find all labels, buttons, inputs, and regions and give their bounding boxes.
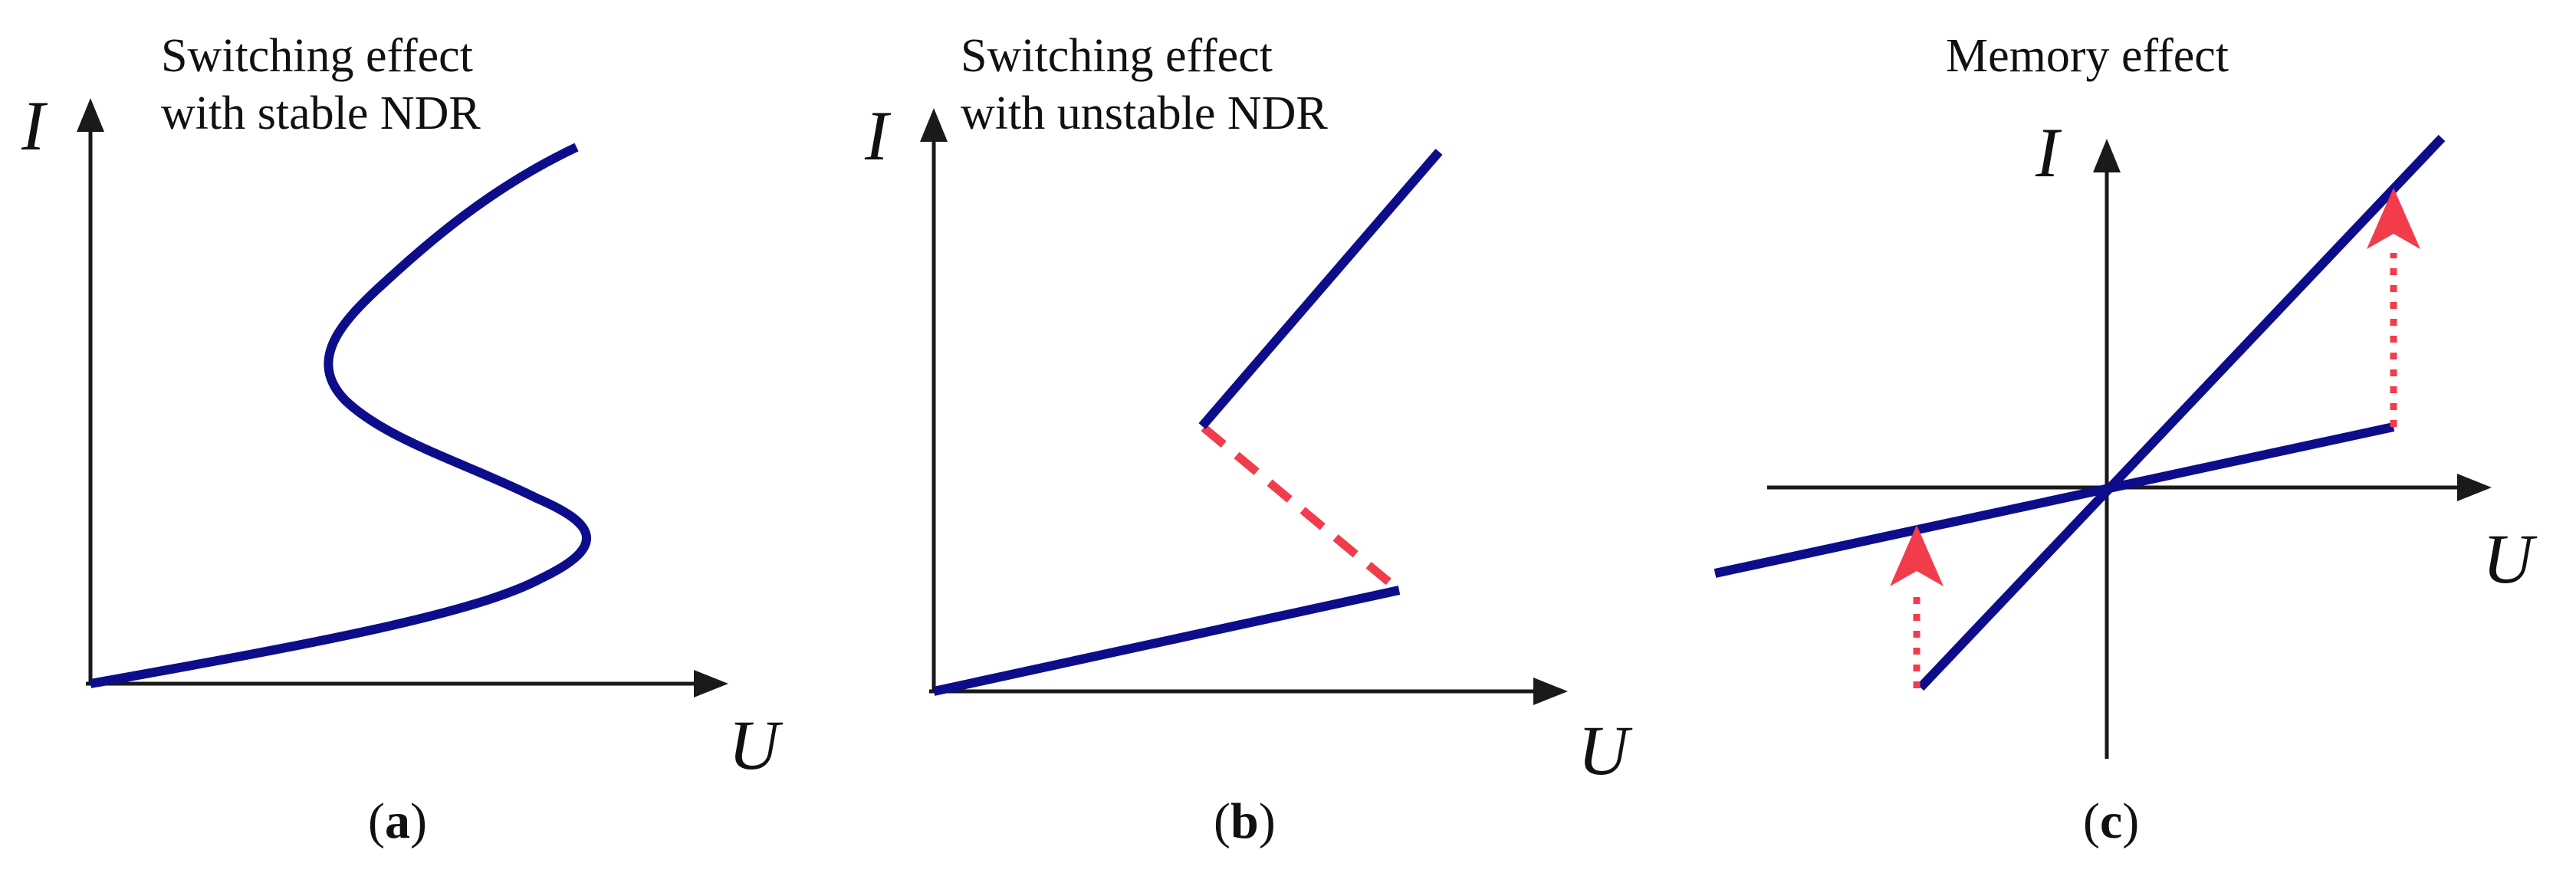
panel-b-title-line2: with unstable NDR — [961, 87, 1328, 139]
panel-b-label: (b) — [1214, 793, 1276, 849]
panel-a: Switching effect with stable NDR I U (a) — [21, 30, 784, 849]
panel-c-low-conductance-line — [1714, 422, 2395, 578]
panel-c-voltage-axis-arrowhead — [2457, 474, 2492, 501]
panel-c-current-label: I — [2035, 113, 2062, 192]
panel-b-current-axis-arrowhead — [920, 108, 948, 142]
panel-c-title: Memory effect — [1946, 30, 2229, 82]
panel-c: Memory effect I U (c) — [1714, 30, 2538, 849]
panel-a-voltage-axis-arrowhead — [694, 670, 728, 697]
panel-a-current-axis-arrowhead — [77, 98, 104, 132]
panel-c-label: (c) — [2083, 793, 2139, 849]
panel-a-title-line1: Switching effect — [161, 30, 473, 82]
panel-b-voltage-axis-arrowhead — [1533, 678, 1568, 705]
panel-a-current-label: I — [21, 87, 48, 165]
panel-b-unstable-ndr-segment — [1201, 424, 1400, 592]
panel-b-high-branch — [1198, 149, 1443, 429]
panel-b-voltage-label: U — [1578, 711, 1633, 789]
panel-a-voltage-label: U — [728, 706, 784, 784]
panel-b-low-branch — [932, 586, 1401, 696]
panel-c-current-axis-arrowhead — [2093, 139, 2121, 172]
panel-b-title-line1: Switching effect — [961, 30, 1273, 82]
panel-a-title-line2: with stable NDR — [161, 87, 481, 139]
panel-c-switch-arrow-positive-head — [2367, 188, 2420, 249]
panel-b-current-label: I — [864, 97, 892, 175]
panel-c-voltage-label: U — [2482, 520, 2538, 598]
panel-c-high-conductance-line — [1917, 134, 2446, 691]
panel-b: Switching effect with unstable NDR I U (… — [864, 30, 1633, 849]
panel-a-label: (a) — [368, 793, 427, 849]
panel-a-s-shaped-curve — [89, 143, 591, 688]
panel-c-switch-arrow-negative-head — [1890, 525, 1944, 586]
